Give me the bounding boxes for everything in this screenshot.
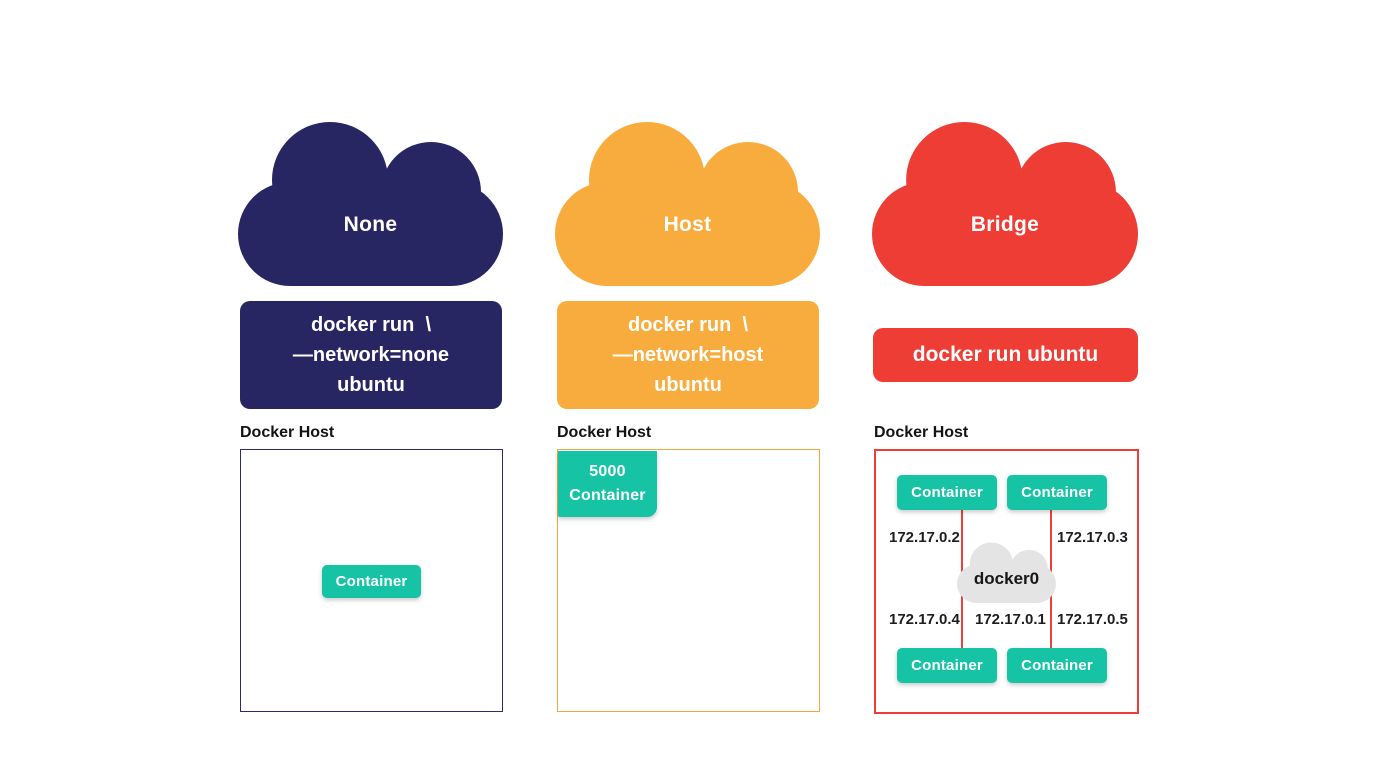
container-chip: Container: [1007, 648, 1107, 683]
docker0-label: docker0: [973, 569, 1040, 588]
ip-label: 172.17.0.2: [889, 529, 960, 546]
command-line: docker run \: [627, 314, 749, 336]
cloud-label-none: None: [343, 213, 398, 236]
container-chip-label: Container: [569, 487, 646, 504]
container-chip-port-5000: 5000 Container: [558, 451, 657, 517]
container-chip: Container: [322, 565, 421, 598]
docker0-bridge-cloud: docker0: [957, 541, 1056, 603]
cloud-icon: [238, 122, 503, 286]
container-chip: Container: [897, 648, 997, 683]
command-line: ubuntu: [337, 374, 405, 396]
network-cloud-bridge: Bridge: [872, 118, 1138, 286]
container-chip: Container: [1007, 475, 1107, 510]
docker-host-label-none: Docker Host: [240, 424, 335, 441]
ip-label: 172.17.0.4: [889, 611, 960, 628]
command-box-none: docker run \ —network=none ubuntu: [240, 301, 502, 409]
cloud-icon: [872, 122, 1138, 286]
cloud-icon: [957, 542, 1056, 603]
network-cloud-host: Host: [555, 118, 820, 286]
ip-label: 172.17.0.5: [1057, 611, 1128, 628]
command-line: ubuntu: [654, 374, 722, 396]
ip-label: 172.17.0.1: [975, 611, 1046, 628]
docker-host-label-bridge: Docker Host: [874, 424, 969, 441]
command-line: —network=host: [612, 344, 764, 366]
container-chip: Container: [897, 475, 997, 510]
command-line: docker run ubuntu: [912, 343, 1099, 366]
cloud-label-host: Host: [663, 213, 712, 236]
command-line: docker run \: [310, 314, 432, 336]
cloud-icon: [555, 122, 820, 286]
container-port: 5000: [589, 463, 626, 480]
ip-label: 172.17.0.3: [1057, 529, 1128, 546]
command-line: —network=none: [292, 344, 450, 366]
cloud-label-bridge: Bridge: [970, 213, 1040, 236]
docker-host-label-host: Docker Host: [557, 424, 652, 441]
network-cloud-none: None: [238, 118, 503, 286]
command-box-host: docker run \ —network=host ubuntu: [557, 301, 819, 409]
command-box-bridge: docker run ubuntu: [873, 328, 1138, 382]
